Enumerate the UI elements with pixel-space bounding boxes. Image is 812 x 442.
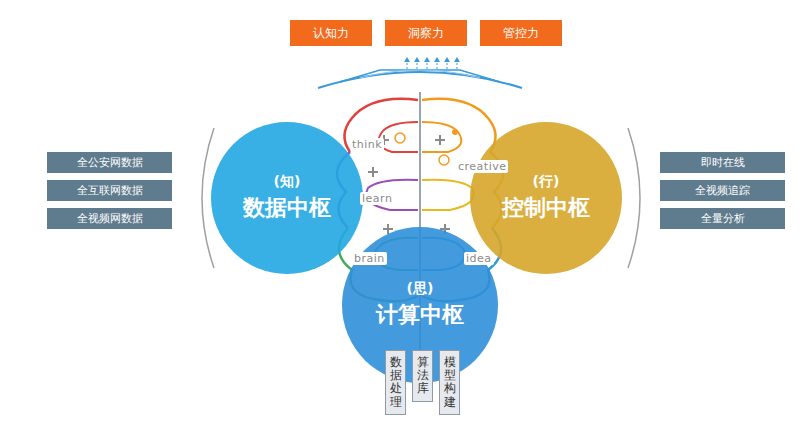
illustration-part <box>444 57 450 62</box>
node-text: 管控力 <box>503 25 539 42</box>
illustration-part <box>379 122 418 152</box>
illustration-part <box>422 122 461 152</box>
node-text: 模型构建 <box>444 356 456 409</box>
illustration-part <box>454 57 460 62</box>
illustration-part <box>372 167 374 177</box>
illustration-part <box>439 135 441 145</box>
node-text: 全公安网数据 <box>77 155 143 170</box>
circle-fill <box>211 122 363 274</box>
data-source-box: 全公安网数据 <box>47 152 172 173</box>
illustration-part <box>422 99 496 152</box>
module-box: 模型构建 <box>439 350 460 415</box>
capability-box: 即时在线 <box>660 152 785 173</box>
node-tag: (知) <box>274 173 301 191</box>
illustration-part <box>447 63 448 70</box>
node-text: 全视频追踪 <box>695 183 750 198</box>
data-source-box: 全视频网数据 <box>47 208 172 229</box>
module-box: 数据处理 <box>385 350 406 415</box>
illustration-part <box>395 133 405 143</box>
brain-word: think <box>350 138 384 151</box>
illustration-part <box>360 70 480 78</box>
node-text: 认知力 <box>313 25 349 42</box>
node-text: 数据中枢 <box>243 193 331 223</box>
node-tag: (思) <box>407 280 434 298</box>
illustration-part <box>407 63 457 70</box>
illustration-part <box>439 155 449 165</box>
illustration-part <box>422 180 474 210</box>
node-tag: (行) <box>533 173 560 191</box>
illustration-part <box>427 63 428 70</box>
ability-box: 洞察力 <box>385 20 467 46</box>
hub-circle: (知) 数据中枢 <box>211 122 363 274</box>
illustration-part <box>404 57 460 62</box>
brain-word: idea <box>464 252 494 265</box>
node-text: 控制中枢 <box>502 193 590 223</box>
node-text: 全量分析 <box>701 211 745 226</box>
illustration-part <box>407 63 408 70</box>
capability-box: 全视频追踪 <box>660 180 785 201</box>
illustration-part <box>387 224 389 234</box>
illustration-part <box>424 57 430 62</box>
illustration-part <box>417 63 418 70</box>
illustration-part <box>344 99 418 152</box>
illustration-part <box>340 70 500 82</box>
node-text: 计算中枢 <box>376 300 464 330</box>
illustration-part <box>414 57 420 62</box>
illustration-part <box>434 57 440 62</box>
node-text: 全互联网数据 <box>77 183 143 198</box>
node-text: 即时在线 <box>701 155 745 170</box>
illustration-part <box>452 129 458 135</box>
node-text: 全视频网数据 <box>77 211 143 226</box>
illustration-part <box>437 63 438 70</box>
ability-box: 认知力 <box>290 20 372 46</box>
illustration-part <box>628 128 640 268</box>
node-text: 洞察力 <box>408 25 444 42</box>
module-box: 算法库 <box>412 350 433 402</box>
ability-box: 管控力 <box>480 20 562 46</box>
data-source-box: 全互联网数据 <box>47 180 172 201</box>
node-text: 算法库 <box>417 356 429 396</box>
illustration-part <box>404 57 410 62</box>
capability-box: 全量分析 <box>660 208 785 229</box>
brain-word: brain <box>352 252 387 265</box>
node-text: 数据处理 <box>390 356 402 409</box>
illustration-part <box>457 63 458 70</box>
brain-word: creative <box>456 160 508 173</box>
brain-word: learn <box>360 192 394 205</box>
